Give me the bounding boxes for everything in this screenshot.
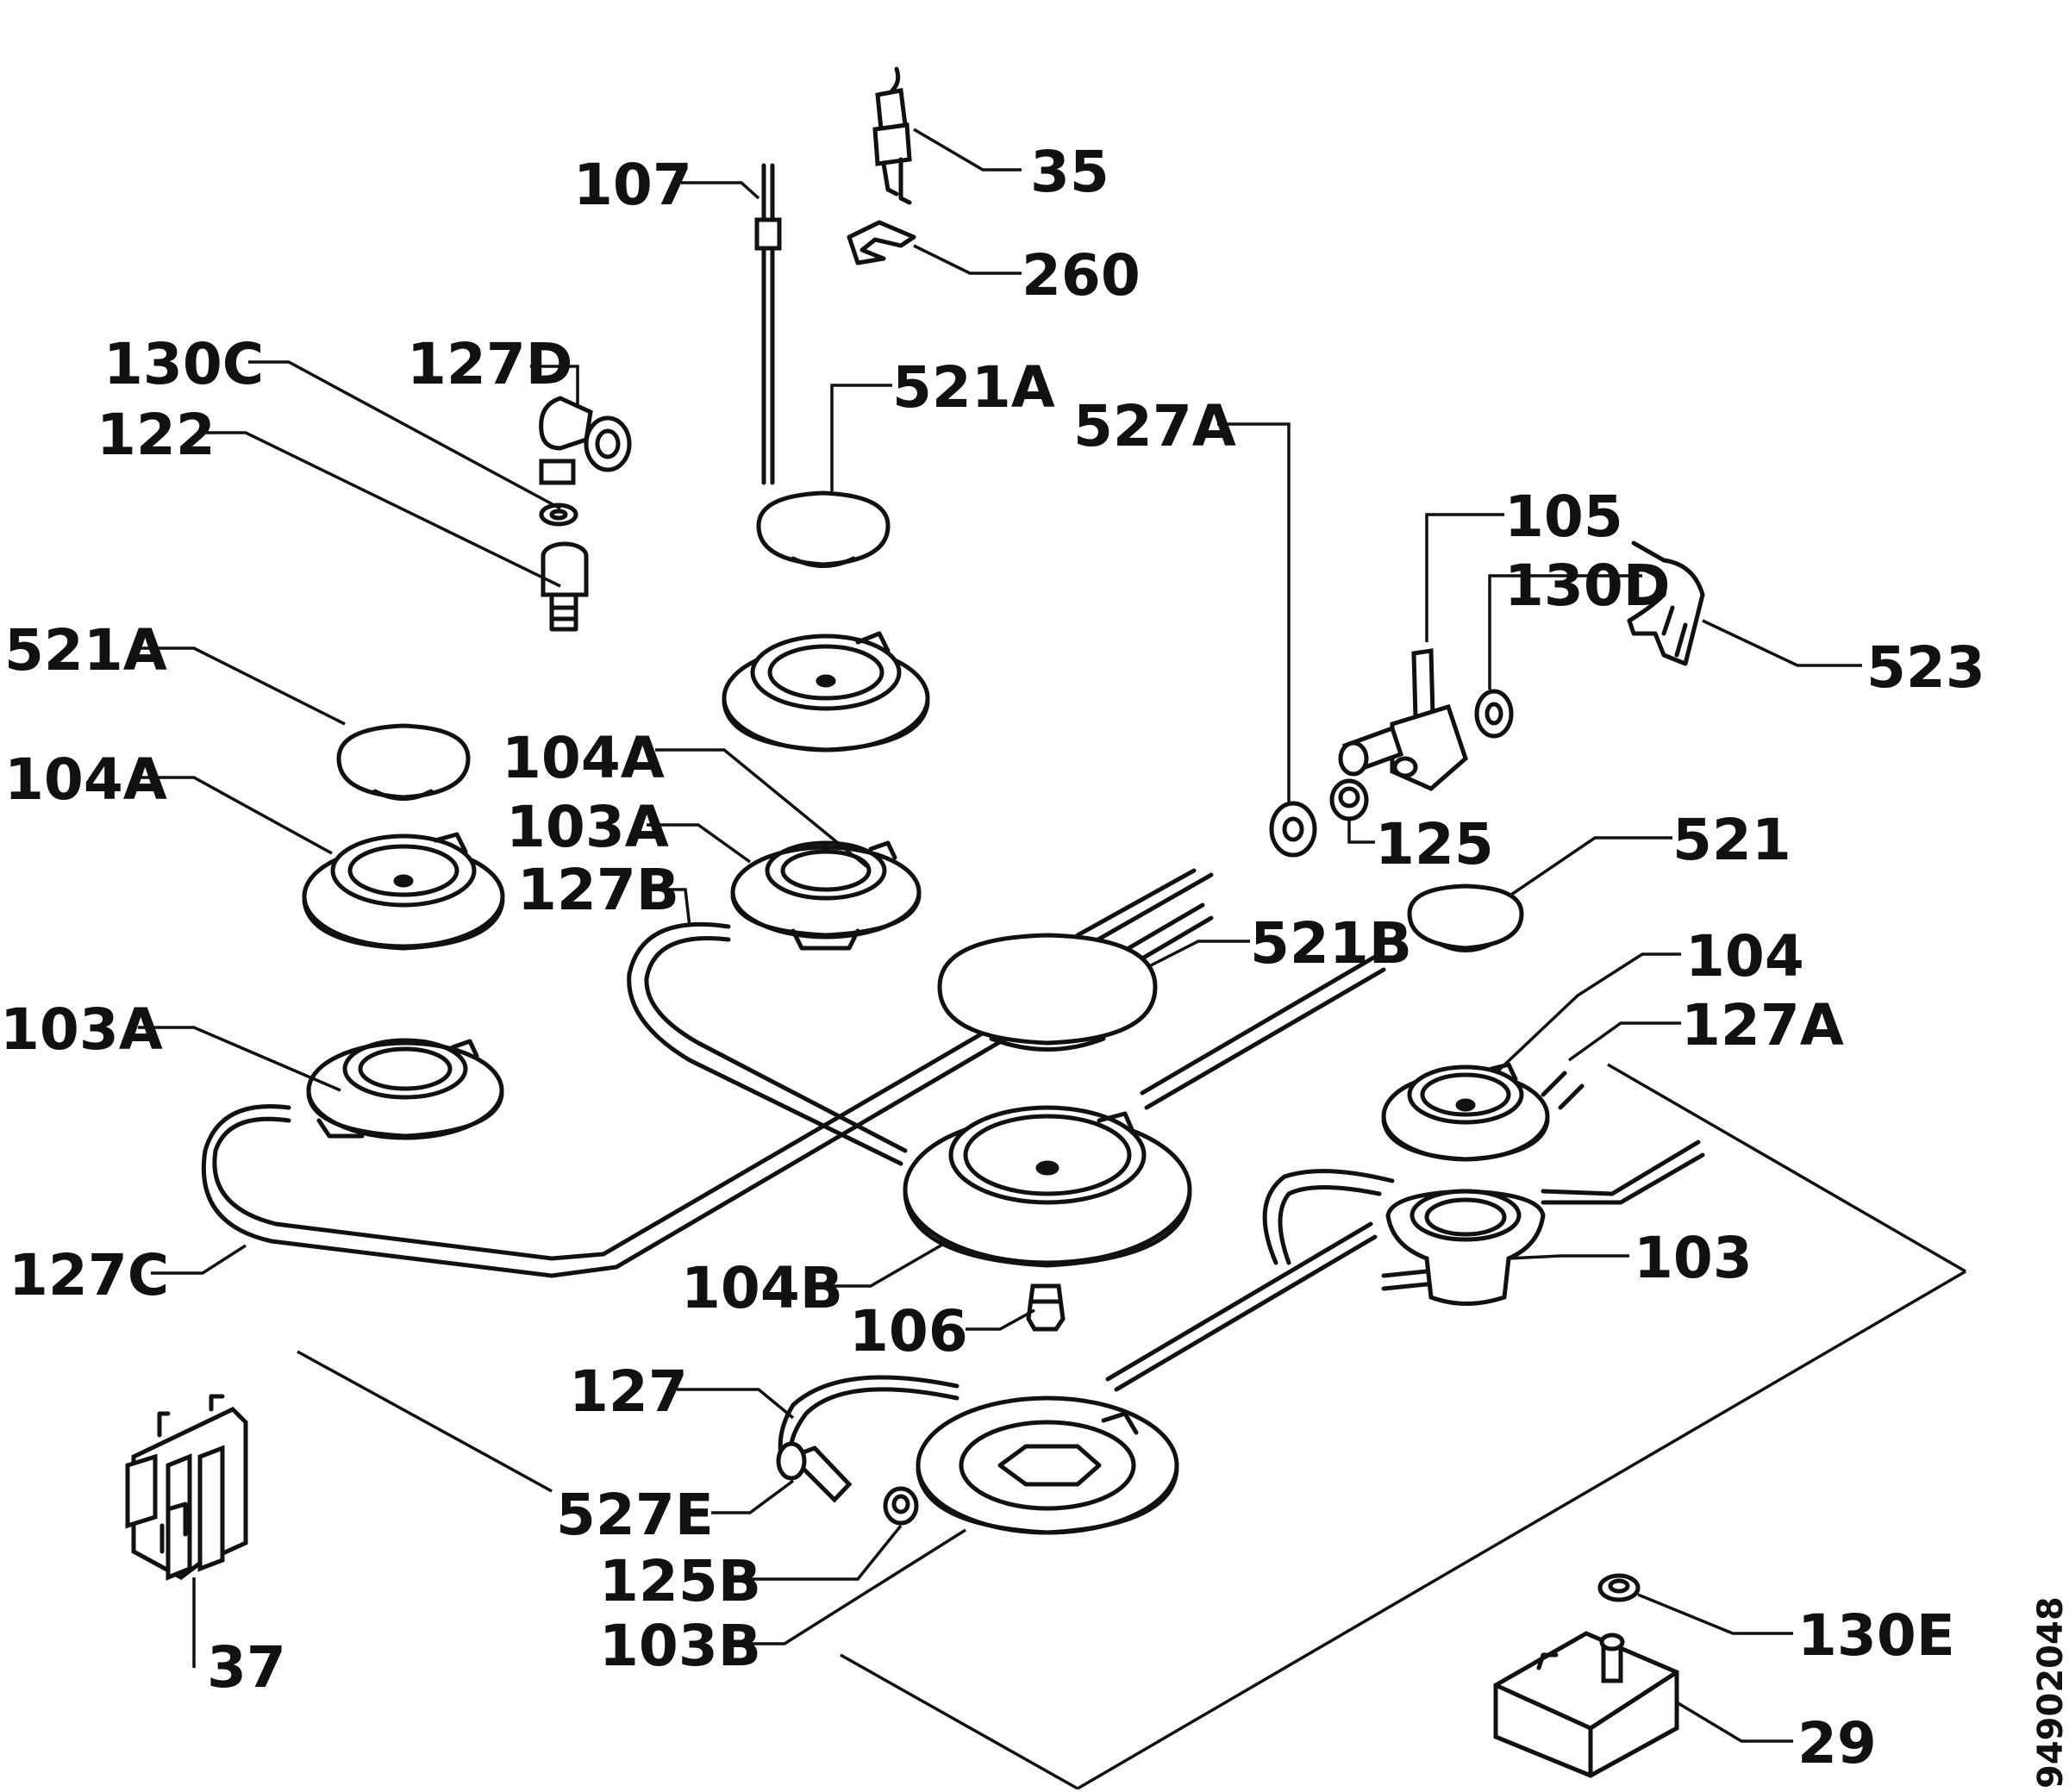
- label-127B: 127B: [517, 857, 679, 923]
- label-521A-top: 521A: [892, 354, 1055, 421]
- label-103: 103: [1634, 1225, 1753, 1291]
- label-130C: 130C: [103, 331, 264, 397]
- injector-125: [1329, 778, 1369, 821]
- label-29: 29: [1797, 1710, 1877, 1776]
- injector-125B: [883, 1486, 919, 1526]
- label-127C: 127C: [9, 1242, 169, 1308]
- spark-generator-37: [125, 1394, 248, 1581]
- clip-260: [847, 220, 916, 265]
- label-35: 35: [1030, 139, 1110, 205]
- burner-crown-104A-left: [302, 832, 505, 951]
- gas-pipes: [201, 868, 1705, 1477]
- ignition-electrode-35: [872, 66, 912, 205]
- hob-outline: [297, 1063, 1966, 1790]
- burner-cap-521A-top: [756, 490, 891, 568]
- bracket-523: [1627, 540, 1705, 666]
- nut-527E: [776, 1441, 853, 1503]
- injector-106: [1026, 1283, 1066, 1332]
- leader-lines: [138, 128, 1862, 1743]
- label-521: 521: [1672, 807, 1791, 873]
- label-527E: 527E: [556, 1482, 714, 1548]
- washer-130C: [539, 503, 578, 527]
- nut-527A: [1269, 801, 1317, 858]
- burner-crown-104A-mid: [722, 631, 930, 752]
- label-122: 122: [97, 402, 216, 468]
- label-106: 106: [849, 1298, 968, 1364]
- elbow-fitting-127D: [539, 396, 632, 485]
- washer-130E: [1597, 1573, 1641, 1602]
- label-103A-left: 103A: [0, 996, 163, 1063]
- label-104A-mid: 104A: [502, 725, 665, 791]
- document-number: 94902048: [2031, 1596, 2069, 1789]
- connector-122: [541, 541, 589, 632]
- label-107: 107: [573, 152, 692, 218]
- burner-cap-521: [1407, 884, 1524, 952]
- label-527A: 527A: [1073, 393, 1236, 459]
- label-104A-left: 104A: [4, 746, 167, 813]
- label-104B: 104B: [681, 1255, 843, 1321]
- label-523: 523: [1866, 634, 1985, 701]
- label-127: 127: [569, 1358, 688, 1425]
- label-127A: 127A: [1681, 992, 1844, 1058]
- label-127D: 127D: [407, 331, 573, 397]
- control-box-29: [1493, 1631, 1679, 1778]
- burner-crown-104: [1381, 1062, 1550, 1162]
- label-37: 37: [207, 1634, 286, 1701]
- thermocouple-107: [754, 163, 782, 485]
- burner-cap-521A-left: [336, 723, 471, 801]
- burner-crown-104B: [903, 1105, 1192, 1268]
- label-125B: 125B: [599, 1548, 761, 1614]
- burner-base-103A-mid: [730, 840, 922, 951]
- label-260: 260: [1022, 242, 1141, 309]
- burner-base-103B: [916, 1396, 1179, 1535]
- burner-cap-521B: [937, 933, 1158, 1052]
- gas-valve-105: [1338, 648, 1468, 791]
- burner-base-103A-left: [306, 1038, 504, 1140]
- label-130D: 130D: [1504, 553, 1671, 619]
- label-105: 105: [1504, 484, 1623, 550]
- label-104: 104: [1685, 923, 1804, 990]
- burner-base-103: [1381, 1189, 1546, 1306]
- part-labels: 107 35 260 130C 127D 122 521A 527A 105 1…: [0, 139, 1985, 1776]
- label-521B: 521B: [1250, 910, 1412, 977]
- label-125: 125: [1375, 811, 1494, 877]
- label-103B: 103B: [599, 1613, 761, 1679]
- washer-130D: [1474, 689, 1514, 739]
- label-103A-mid: 103A: [506, 794, 669, 860]
- label-130E: 130E: [1797, 1602, 1955, 1669]
- label-521A-left: 521A: [4, 617, 167, 684]
